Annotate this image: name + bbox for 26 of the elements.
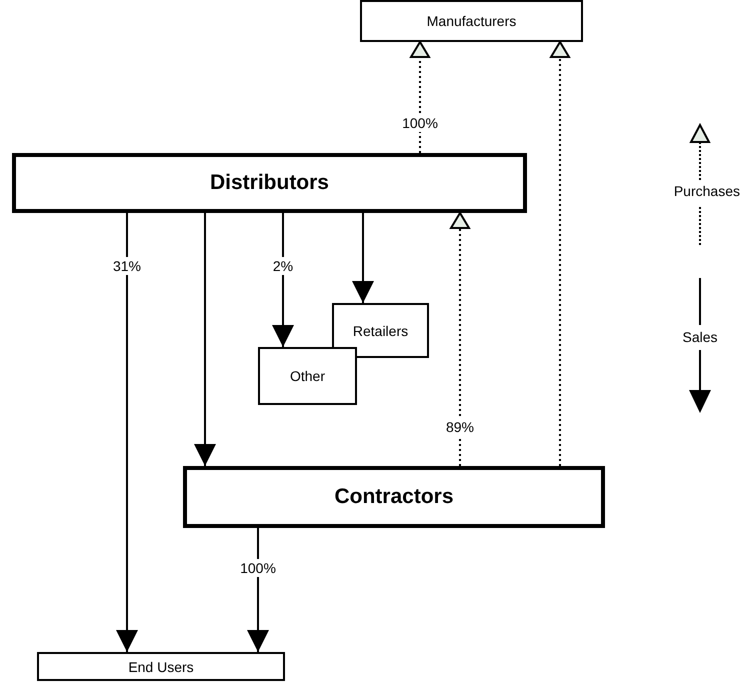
edge-label: 100%: [401, 114, 439, 132]
node-label: Retailers: [352, 322, 408, 338]
arrow: [116, 213, 138, 652]
node-label: Contractors: [334, 485, 454, 509]
process-box: [332, 303, 429, 358]
node-label: End Users: [128, 658, 194, 674]
legend-label: Sales: [682, 329, 718, 345]
edge-label: 89%: [444, 418, 476, 436]
process-box: [37, 652, 285, 681]
arrow: [194, 213, 216, 466]
process-box: [360, 0, 583, 42]
legend-label: Purchases: [674, 183, 740, 199]
arrow: [410, 41, 430, 153]
edge-label: 31%: [112, 257, 142, 275]
process-box: [183, 466, 605, 528]
edge-label: 100%: [239, 559, 277, 577]
node-label: Distributors: [210, 171, 329, 195]
node-label: Manufacturers: [426, 13, 516, 29]
arrow: [550, 41, 570, 466]
edge-label: 2%: [272, 257, 294, 275]
node-label: Other: [290, 368, 325, 384]
arrow: [450, 212, 470, 466]
process-box: [12, 153, 527, 213]
process-box: [258, 347, 357, 405]
arrow: [272, 213, 294, 347]
arrow: [352, 213, 374, 303]
